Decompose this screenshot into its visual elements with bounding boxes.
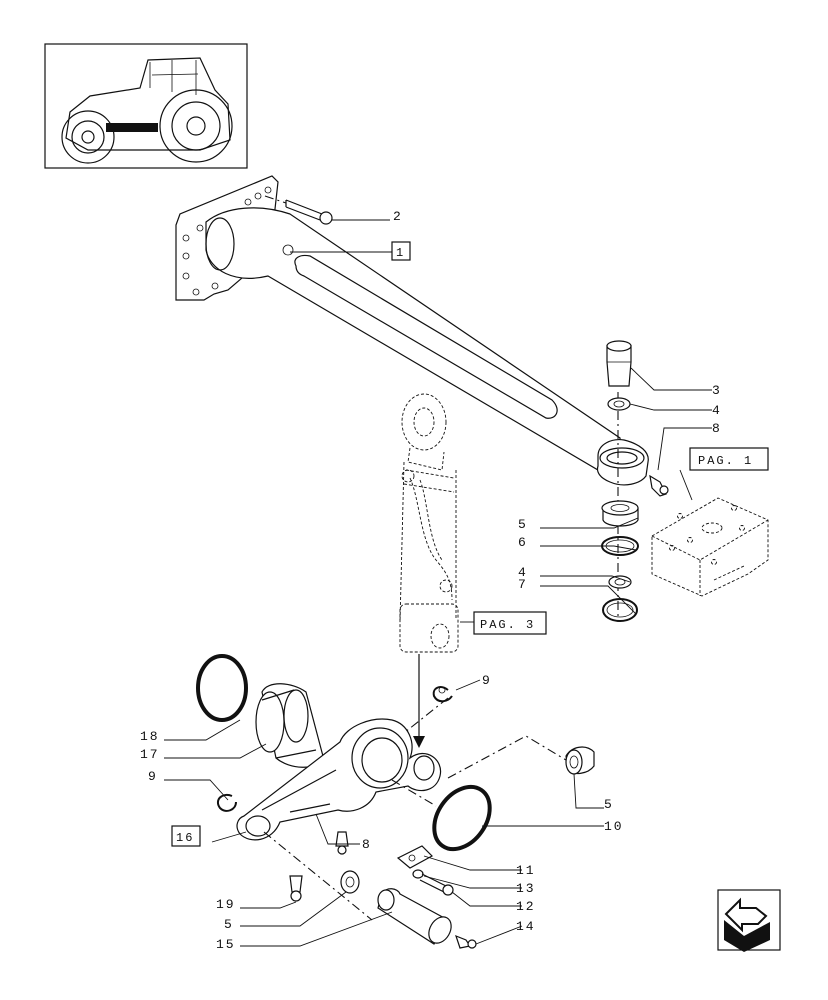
bolt-part-2 <box>285 199 333 225</box>
callout-6: 6 <box>518 535 528 550</box>
callout-16: 16 <box>176 831 194 845</box>
callout-19: 19 <box>216 897 236 912</box>
bushing-part-5-upper <box>601 500 639 527</box>
centerline <box>264 195 287 204</box>
callout-8-upper: 8 <box>712 421 722 436</box>
bore-axis <box>391 779 437 807</box>
ref-pag3-box[interactable] <box>473 611 547 635</box>
bolt-part-12 <box>412 869 454 896</box>
callout-10: 10 <box>604 819 624 834</box>
assembly-arrow <box>413 654 425 748</box>
ref-pag1-box[interactable] <box>689 447 769 471</box>
callout-9-lower: 9 <box>148 769 158 784</box>
callout-1: 1 <box>396 246 405 260</box>
callout-3: 3 <box>712 383 722 398</box>
callout-5-lower: 5 <box>224 917 234 932</box>
ref-pag3[interactable]: PAG. 3 <box>480 618 535 632</box>
callout-14: 14 <box>516 919 536 934</box>
callout-8-lower: 8 <box>362 837 372 852</box>
callout-1-box <box>391 241 411 261</box>
support-bracket-ghost <box>651 469 769 597</box>
callout-15: 15 <box>216 937 236 952</box>
steering-cylinder-ghost <box>399 393 474 653</box>
callout-18: 18 <box>140 729 160 744</box>
grease-nipple-part-8-upper <box>649 474 669 497</box>
callout-13: 13 <box>516 881 536 896</box>
circlip-part-9-upper <box>432 686 453 703</box>
callout-12: 12 <box>516 899 536 914</box>
callout-7: 7 <box>518 577 528 592</box>
leader-lines <box>164 219 712 947</box>
callout-2: 2 <box>393 209 403 224</box>
grease-nipple-part-14 <box>455 934 477 949</box>
tractor-thumbnail <box>44 43 248 169</box>
callout-11: 11 <box>516 863 536 878</box>
ref-pag1[interactable]: PAG. 1 <box>698 454 753 468</box>
steering-arm-part-16 <box>236 718 442 841</box>
lower-pin-axis <box>263 831 373 921</box>
bushing-part-17 <box>255 683 325 768</box>
front-axle-beam <box>175 175 649 486</box>
callout-5-upper: 5 <box>518 517 528 532</box>
callout-17: 17 <box>140 747 160 762</box>
ring-part-18 <box>196 654 248 722</box>
callout-16-box <box>171 825 201 847</box>
grease-nipple-part-19 <box>289 875 303 902</box>
bushing-part-5-right <box>565 746 595 775</box>
callout-4-lower: 4 <box>518 565 528 580</box>
ring-part-7 <box>602 598 638 622</box>
callout-9-upper: 9 <box>482 673 492 688</box>
pivot-pin-part-3 <box>606 340 632 387</box>
bushing-part-5-lower <box>340 870 360 894</box>
washer-part-4-lower <box>608 575 632 589</box>
circlip-part-9-lower <box>216 794 237 812</box>
grease-nipple-part-8-lower <box>335 831 349 855</box>
seal-ring-part-10 <box>432 784 492 852</box>
arm-axis <box>447 735 567 779</box>
lock-plate-part-11 <box>396 845 433 869</box>
callout-5-right: 5 <box>604 797 614 812</box>
pin-part-15 <box>377 888 452 945</box>
callout-4-upper: 4 <box>712 403 722 418</box>
return-arrow-icon[interactable] <box>717 889 781 952</box>
washer-part-4-upper <box>607 397 631 411</box>
